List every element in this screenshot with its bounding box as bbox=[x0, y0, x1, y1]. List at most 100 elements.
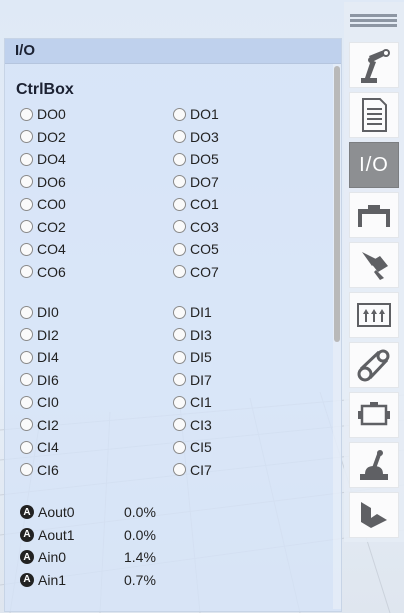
io-item-ci4[interactable]: CI4 bbox=[20, 438, 59, 456]
io-item-ci6[interactable]: CI6 bbox=[20, 461, 59, 479]
radio-ci1[interactable] bbox=[173, 395, 186, 409]
radio-ci7[interactable] bbox=[173, 463, 186, 476]
io-item-ci2[interactable]: CI2 bbox=[20, 416, 59, 434]
section-title: CtrlBox bbox=[16, 81, 74, 98]
io-label: CO4 bbox=[37, 241, 66, 257]
radio-do2[interactable] bbox=[20, 130, 33, 143]
belt-icon bbox=[356, 347, 392, 383]
toolbar-button-belt[interactable] bbox=[349, 342, 399, 388]
io-item-do6[interactable]: DO6 bbox=[20, 173, 66, 191]
radio-co5[interactable] bbox=[173, 242, 186, 256]
io-item-ci1[interactable]: CI1 bbox=[173, 393, 212, 411]
io-label: DI3 bbox=[190, 326, 212, 343]
io-item-ci3[interactable]: CI3 bbox=[173, 416, 212, 434]
radio-di5[interactable] bbox=[173, 350, 186, 364]
radio-co3[interactable] bbox=[173, 220, 186, 233]
radio-do4[interactable] bbox=[20, 152, 33, 166]
io-item-co4[interactable]: CO4 bbox=[20, 240, 66, 258]
toolbar-button-gripper[interactable] bbox=[349, 192, 399, 238]
analog-label: Ain0 bbox=[38, 549, 67, 565]
io-item-ci5[interactable]: CI5 bbox=[173, 438, 212, 456]
radio-ci6[interactable] bbox=[20, 463, 33, 476]
io-item-do4[interactable]: DO4 bbox=[20, 150, 66, 168]
analog-label: Ain1 bbox=[38, 571, 67, 588]
io-item-do1[interactable]: DO1 bbox=[173, 105, 219, 123]
radio-ci2[interactable] bbox=[20, 418, 33, 431]
io-item-do2[interactable]: DO2 bbox=[20, 128, 66, 146]
io-label: CI2 bbox=[37, 416, 59, 433]
radio-di0[interactable] bbox=[20, 305, 33, 319]
radio-co6[interactable] bbox=[20, 265, 33, 278]
io-item-di4[interactable]: DI4 bbox=[20, 348, 59, 366]
analog-badge-icon: A bbox=[20, 572, 34, 587]
io-item-di7[interactable]: DI7 bbox=[173, 371, 212, 389]
analog-badge-icon: A bbox=[20, 550, 34, 564]
io-item-do0[interactable]: DO0 bbox=[20, 105, 66, 123]
radio-ci3[interactable] bbox=[173, 418, 186, 431]
radio-co7[interactable] bbox=[173, 265, 186, 278]
radio-co2[interactable] bbox=[20, 220, 33, 233]
radio-di6[interactable] bbox=[20, 373, 33, 386]
radio-co4[interactable] bbox=[20, 242, 33, 256]
toolbar-button-motor[interactable] bbox=[349, 392, 399, 438]
toolbar-button-joystick[interactable] bbox=[349, 442, 399, 488]
radio-co0[interactable] bbox=[20, 197, 33, 211]
io-label: CO3 bbox=[190, 218, 219, 235]
radio-ci4[interactable] bbox=[20, 440, 33, 454]
panel-title: I/O bbox=[5, 39, 341, 64]
io-item-do7[interactable]: DO7 bbox=[173, 173, 219, 191]
radio-do6[interactable] bbox=[20, 175, 33, 188]
io-item-co2[interactable]: CO2 bbox=[20, 218, 66, 236]
radio-do1[interactable] bbox=[173, 107, 186, 121]
io-item-co7[interactable]: CO7 bbox=[173, 263, 219, 281]
io-item-di5[interactable]: DI5 bbox=[173, 348, 212, 366]
io-item-di2[interactable]: DI2 bbox=[20, 326, 59, 344]
radio-di2[interactable] bbox=[20, 328, 33, 341]
scrollbar-thumb[interactable] bbox=[334, 66, 340, 342]
io-item-di6[interactable]: DI6 bbox=[20, 371, 59, 389]
toolbar-button-robot-arm[interactable] bbox=[349, 42, 399, 88]
radio-do7[interactable] bbox=[173, 175, 186, 188]
io-item-co6[interactable]: CO6 bbox=[20, 263, 66, 281]
radio-di3[interactable] bbox=[173, 328, 186, 341]
io-item-co0[interactable]: CO0 bbox=[20, 195, 66, 213]
analog-badge-icon: A bbox=[20, 505, 34, 519]
io-item-co1[interactable]: CO1 bbox=[173, 195, 219, 213]
vertical-scrollbar[interactable] bbox=[333, 64, 341, 609]
io-item-do3[interactable]: DO3 bbox=[173, 128, 219, 146]
io-item-ci7[interactable]: CI7 bbox=[173, 461, 212, 479]
radio-di1[interactable] bbox=[173, 305, 186, 319]
radio-ci5[interactable] bbox=[173, 440, 186, 454]
io-label: CO2 bbox=[37, 218, 66, 235]
io-label: DO2 bbox=[37, 128, 66, 145]
io-label: DO0 bbox=[37, 106, 66, 122]
radio-do5[interactable] bbox=[173, 152, 186, 166]
toolbar-button-pin[interactable] bbox=[349, 242, 399, 288]
toolbar-button-conveyor[interactable] bbox=[349, 292, 399, 338]
io-label: CI4 bbox=[37, 439, 59, 455]
radio-di4[interactable] bbox=[20, 350, 33, 364]
radio-do0[interactable] bbox=[20, 107, 33, 121]
toolbar-button-corner[interactable] bbox=[349, 492, 399, 538]
io-item-do5[interactable]: DO5 bbox=[173, 150, 219, 168]
io-item-ci0[interactable]: CI0 bbox=[20, 393, 59, 411]
io-item-co5[interactable]: CO5 bbox=[173, 240, 219, 258]
radio-di7[interactable] bbox=[173, 373, 186, 386]
io-item-di0[interactable]: DI0 bbox=[20, 303, 59, 321]
io-item-di3[interactable]: DI3 bbox=[173, 326, 212, 344]
radio-do3[interactable] bbox=[173, 130, 186, 143]
io-label: CI3 bbox=[190, 416, 212, 433]
io-item-di1[interactable]: DI1 bbox=[173, 303, 212, 321]
io-label: CO5 bbox=[190, 241, 219, 257]
io-label: DI5 bbox=[190, 349, 212, 365]
radio-co1[interactable] bbox=[173, 197, 186, 211]
io-label: DO4 bbox=[37, 151, 66, 167]
toolbar-grip[interactable] bbox=[350, 12, 397, 28]
analog-label: Aout1 bbox=[38, 526, 75, 543]
io-item-co3[interactable]: CO3 bbox=[173, 218, 219, 236]
toolbar-button-io[interactable]: I/O bbox=[349, 142, 399, 188]
toolbar-button-document[interactable] bbox=[349, 92, 399, 138]
conveyor-icon bbox=[356, 301, 392, 329]
io-label: DO7 bbox=[190, 173, 219, 190]
radio-ci0[interactable] bbox=[20, 395, 33, 409]
